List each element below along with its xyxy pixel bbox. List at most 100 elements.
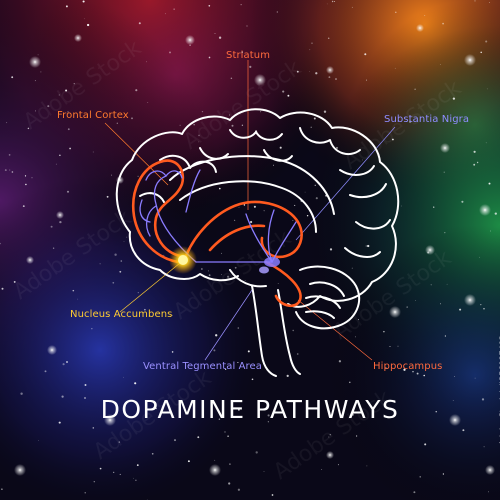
star (77, 298, 79, 300)
star (483, 308, 485, 310)
star (476, 161, 479, 164)
star (296, 70, 299, 73)
star (366, 465, 368, 467)
star (0, 242, 1, 245)
star (83, 18, 85, 20)
star (263, 210, 265, 212)
star (249, 65, 252, 68)
star (267, 414, 270, 417)
star (197, 436, 200, 439)
star (338, 360, 342, 363)
star (27, 127, 30, 130)
star (112, 281, 115, 284)
star (8, 154, 11, 156)
star (228, 482, 231, 485)
star (237, 361, 239, 364)
star (58, 94, 60, 96)
label-ventral-tegmental-area: Ventral Tegmental Area (143, 361, 263, 372)
star (50, 225, 53, 228)
star (327, 37, 330, 40)
vta-node (259, 266, 269, 274)
star (238, 206, 240, 208)
star (282, 90, 285, 93)
star (91, 328, 93, 330)
star (277, 283, 279, 285)
star (155, 407, 157, 410)
star (364, 53, 367, 56)
star (328, 76, 331, 79)
star (351, 6, 353, 8)
star (174, 439, 176, 442)
star (296, 353, 299, 355)
star (146, 498, 148, 500)
star (144, 308, 146, 311)
star (415, 300, 416, 301)
star (135, 401, 138, 404)
star (99, 263, 101, 265)
star (230, 77, 233, 80)
star (20, 392, 23, 395)
star (137, 292, 139, 294)
star (137, 175, 139, 177)
star (237, 488, 241, 491)
star (84, 384, 87, 386)
star (454, 376, 456, 378)
star (123, 376, 124, 378)
star (34, 80, 36, 82)
star (22, 205, 25, 208)
bright-star (14, 464, 26, 476)
star (351, 267, 353, 269)
star (59, 154, 61, 156)
bright-star (56, 211, 64, 219)
star (406, 306, 408, 308)
star (47, 105, 50, 108)
star (246, 25, 248, 27)
star (67, 111, 69, 113)
star (414, 88, 416, 90)
star (65, 5, 68, 8)
bright-star (209, 464, 221, 476)
star (383, 330, 385, 333)
star (479, 256, 481, 258)
substantia-nigra-node (264, 257, 280, 267)
star (419, 476, 421, 478)
star (67, 128, 70, 131)
star (66, 190, 70, 193)
star (238, 409, 240, 411)
star (225, 368, 227, 370)
star (365, 79, 367, 81)
star (241, 124, 244, 126)
star (84, 492, 86, 494)
star (331, 0, 334, 3)
star (255, 451, 258, 454)
bright-star (185, 35, 195, 45)
star (92, 427, 95, 429)
star (294, 204, 296, 206)
label-nucleus-accumbens: Nucleus Accumbens (70, 309, 173, 320)
star (435, 411, 437, 413)
star (494, 212, 497, 215)
star (138, 22, 141, 25)
bright-star (74, 34, 82, 42)
star (35, 110, 37, 112)
star (69, 147, 71, 150)
star (263, 471, 265, 472)
star (229, 463, 231, 465)
star (489, 2, 490, 3)
bright-star (26, 256, 34, 264)
star (474, 0, 476, 2)
star (221, 274, 222, 276)
star (315, 197, 318, 200)
star (440, 303, 441, 305)
star (11, 171, 14, 173)
star (423, 374, 426, 377)
star (11, 76, 14, 79)
star (273, 164, 274, 166)
star (226, 275, 230, 278)
star (315, 72, 318, 75)
star (433, 206, 435, 208)
star (218, 36, 222, 39)
star (365, 245, 367, 247)
